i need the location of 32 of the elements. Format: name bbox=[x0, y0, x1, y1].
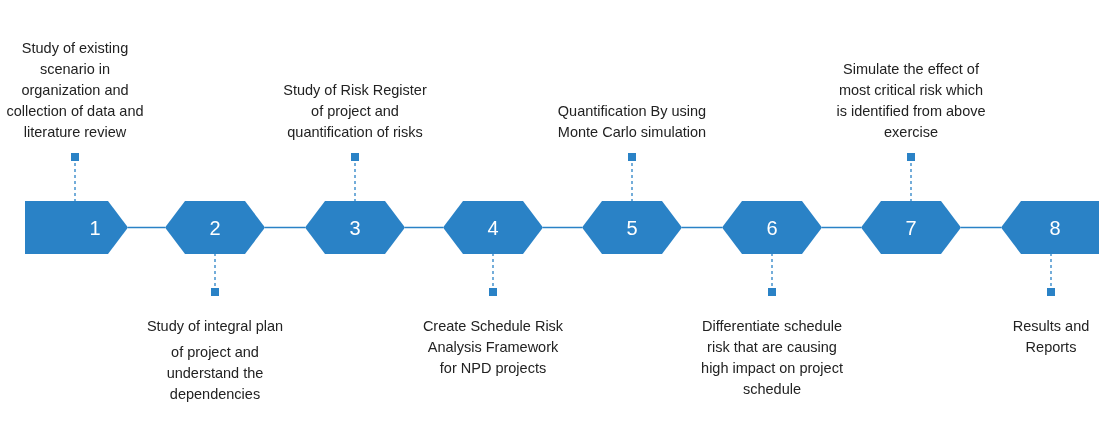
step-number: 2 bbox=[209, 217, 221, 238]
step-number: 8 bbox=[1049, 217, 1061, 238]
step-number: 5 bbox=[626, 217, 638, 238]
step-number: 6 bbox=[766, 217, 778, 238]
connector-line bbox=[681, 226, 723, 229]
connector-line bbox=[960, 226, 1002, 229]
step-description: Study of existing scenario in organization and collection of data and literature review bbox=[5, 39, 145, 142]
leader-line bbox=[907, 153, 915, 202]
step-description: Simulate the effect of most critical risk which is identified from above exercise bbox=[836, 60, 986, 142]
connector-line bbox=[127, 226, 166, 229]
connector-line bbox=[821, 226, 862, 229]
connector-line bbox=[264, 226, 306, 229]
step-description: Study of Risk Register of project and quantification of risks bbox=[282, 81, 428, 142]
leader-line bbox=[211, 253, 219, 296]
connector-line bbox=[542, 226, 583, 229]
step-description: Study of integral plan bbox=[146, 317, 284, 336]
step-description: Differentiate schedule risk that are causing high impact on project schedule bbox=[700, 317, 844, 399]
step-description: Create Schedule Risk Analysis Framework for NPD projects bbox=[421, 317, 565, 378]
step-number: 7 bbox=[905, 217, 917, 238]
leader-line bbox=[1047, 253, 1055, 296]
step-number: 4 bbox=[487, 217, 499, 238]
leader-line bbox=[768, 253, 776, 296]
step-number: 1 bbox=[89, 217, 101, 238]
leader-line bbox=[489, 253, 497, 296]
step-description: Results and Reports bbox=[1011, 317, 1091, 357]
step-description: Quantification By using Monte Carlo simulation bbox=[557, 102, 707, 142]
step-description: of project and understand the dependencies bbox=[165, 343, 265, 404]
leader-line bbox=[628, 153, 636, 202]
leader-line bbox=[71, 153, 79, 202]
leader-line bbox=[351, 153, 359, 202]
step-number: 3 bbox=[349, 217, 361, 238]
connector-line bbox=[404, 226, 444, 229]
